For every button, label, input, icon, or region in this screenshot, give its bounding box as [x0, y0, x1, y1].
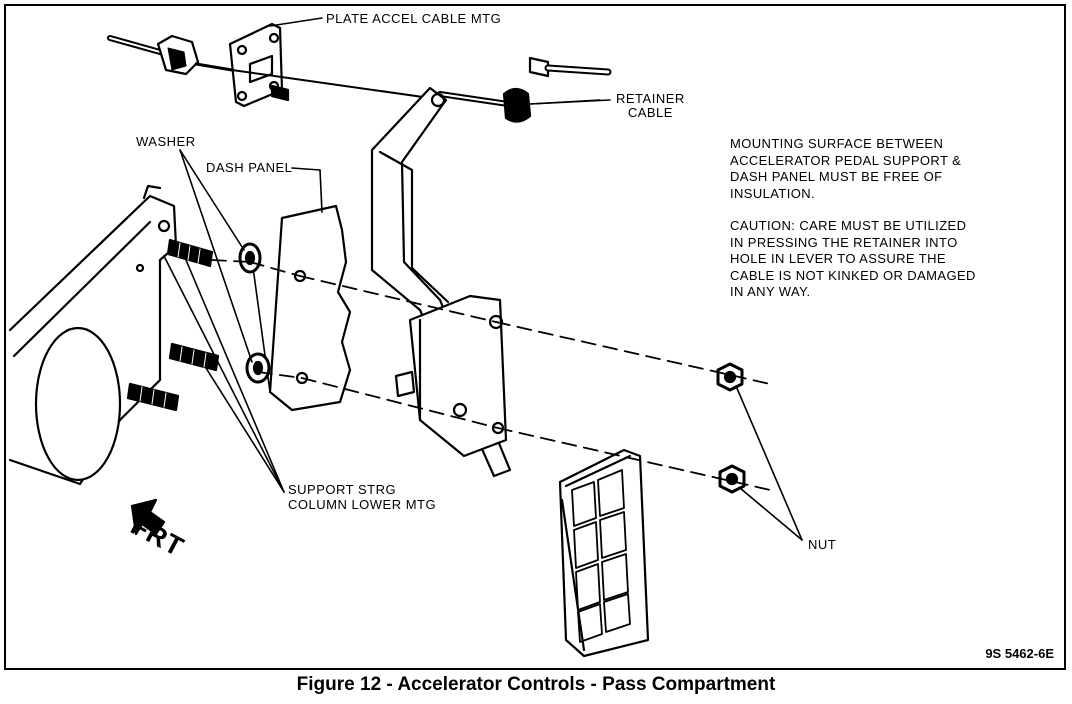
note-line: HOLE IN LEVER TO ASSURE THE — [730, 251, 946, 266]
figure-code: 9S 5462-6E — [985, 646, 1054, 661]
label-plate-accel-cable-mtg: PLATE ACCEL CABLE MTG — [326, 11, 502, 26]
label-support-line-1: SUPPORT STRG — [288, 482, 397, 497]
plate-accel-cable-mtg — [228, 22, 431, 108]
figure-caption: Figure 12 - Accelerator Controls - Pass … — [296, 674, 776, 695]
label-retainer-cable: RETAINER CABLE — [616, 92, 685, 120]
note-line: ACCELERATOR PEDAL SUPPORT & — [730, 152, 962, 168]
frt-arrow-icon — [130, 498, 166, 536]
note-mounting-surface: MOUNTING SURFACE BETWEEN ACCELERATOR PED… — [730, 136, 961, 202]
support-strg-column-lower-mtg — [8, 184, 178, 486]
nuts — [716, 362, 746, 494]
note-line: INSULATION. — [730, 185, 816, 201]
accelerator-cable — [107, 34, 234, 76]
leader-lines — [163, 17, 803, 541]
diagram-frame — [4, 4, 1066, 670]
note-line: IN PRESSING THE RETAINER INTO — [730, 234, 958, 250]
note-line: CABLE IS NOT KINKED OR DAMAGED — [730, 267, 976, 283]
washers — [238, 242, 271, 384]
note-line: MOUNTING SURFACE BETWEEN — [730, 136, 944, 151]
mounting-bolt — [528, 56, 612, 78]
note-line: IN ANY WAY. — [730, 284, 811, 299]
pedal-pad — [558, 448, 650, 658]
label-washer: WASHER — [136, 134, 196, 149]
label-support-strg: SUPPORT STRG COLUMN LOWER MTG — [288, 482, 436, 512]
note-line: DASH PANEL MUST BE FREE OF — [730, 169, 943, 184]
dash-panel — [251, 204, 352, 412]
assembly-lines — [211, 259, 771, 491]
label-nut: NUT — [808, 537, 837, 552]
label-support-line-2: COLUMN LOWER MTG — [288, 497, 437, 512]
note-line: CAUTION: CARE MUST BE UTILIZED — [730, 218, 967, 233]
label-dash-panel: DASH PANEL — [206, 160, 293, 175]
label-retainer-line-1: RETAINER — [616, 91, 685, 106]
retainer-cable — [437, 87, 601, 123]
studs — [126, 238, 220, 412]
label-retainer-line-2: CABLE — [627, 105, 673, 120]
pedal-support-bracket — [394, 294, 508, 458]
note-caution: CAUTION: CARE MUST BE UTILIZED IN PRESSI… — [730, 218, 976, 301]
